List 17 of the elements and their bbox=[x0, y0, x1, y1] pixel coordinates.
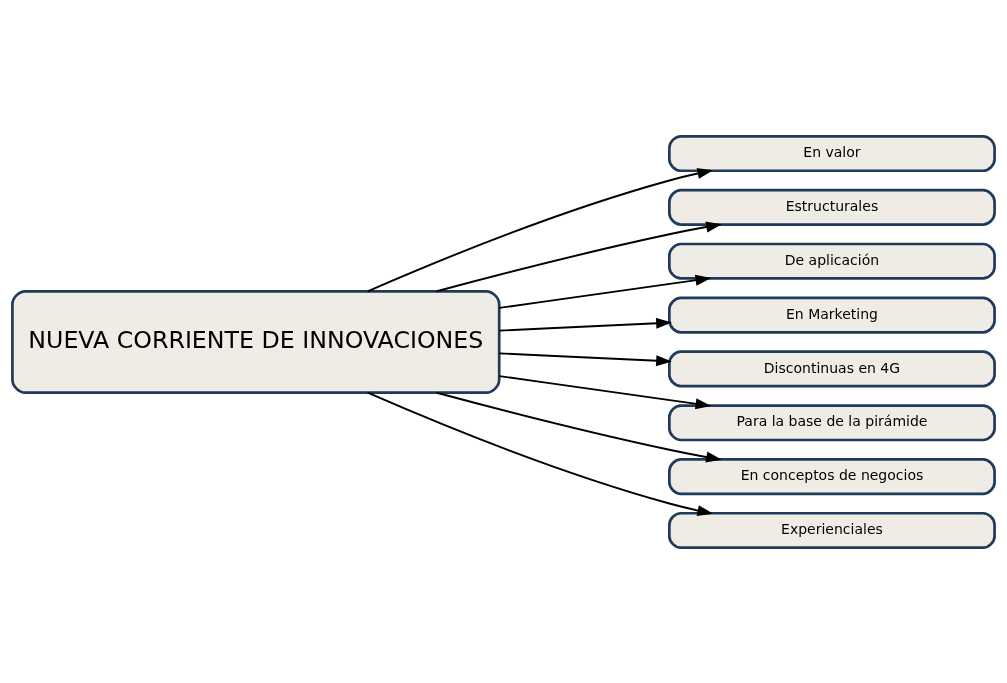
node-box: De aplicación bbox=[668, 242, 996, 280]
node-box: Estructurales bbox=[668, 188, 996, 226]
node-box: Discontinuas en 4G bbox=[668, 349, 996, 387]
arrow bbox=[498, 374, 712, 409]
node-box: En Marketing bbox=[668, 296, 996, 334]
arrow bbox=[366, 167, 714, 292]
arrow bbox=[435, 391, 722, 462]
arrow bbox=[498, 317, 672, 332]
arrow bbox=[498, 274, 712, 309]
node-box: En conceptos de negocios bbox=[668, 457, 996, 495]
node-box: Experienciales bbox=[668, 511, 996, 549]
node-box: NUEVA CORRIENTE DE INNOVACIONES bbox=[11, 289, 501, 394]
arrow bbox=[498, 351, 672, 366]
arrow bbox=[366, 391, 714, 516]
arrow bbox=[435, 221, 722, 292]
node-box: Para la base de la pirámide bbox=[668, 403, 996, 441]
node-box: En valor bbox=[668, 134, 996, 172]
